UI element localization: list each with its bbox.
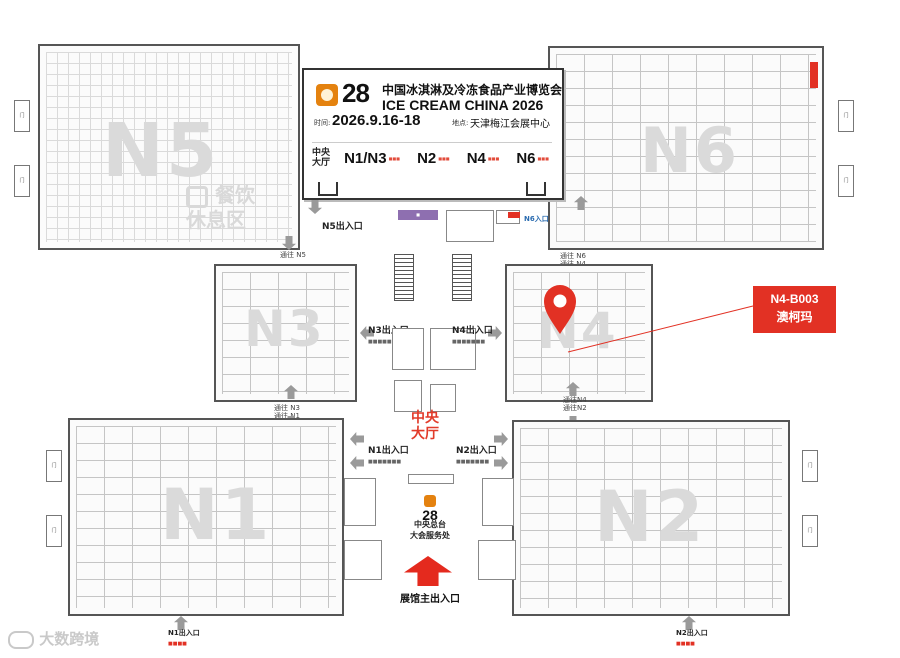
watermark-text: 大数跨境 — [39, 630, 100, 648]
to-n5-label: 通往 N5 — [280, 251, 306, 259]
dining-icon — [186, 185, 208, 208]
hall-n5: N5 — [38, 44, 300, 250]
n4-entrance-label: N4出入口■■■■■■■ — [452, 326, 493, 345]
central-booth-cluster-3 — [394, 380, 422, 412]
n1-entrance-arrow — [350, 432, 364, 446]
to-n5-arrow — [282, 236, 296, 250]
corridor-purple-booth: ■ — [398, 210, 438, 220]
to-n3-n1-label: 通往 N3 通往 N1 — [274, 404, 300, 420]
hall-n2-side-door-1: 门 — [802, 450, 818, 482]
booth-callout-number: N4-B003 — [770, 292, 819, 306]
n5-dining-rest-area: 餐饮 休息区 — [186, 183, 255, 232]
main-exit-label: 展馆主出入口 — [400, 594, 460, 605]
n2-entrance-arrow — [494, 432, 508, 446]
to-n4-n2-label: 通往N4 通往N2 — [563, 396, 587, 412]
corridor-red-booth — [508, 212, 520, 218]
service-desk-line1: 中央总台 — [414, 520, 446, 529]
hall-n3-booth-grid — [222, 272, 349, 394]
event-logo-icon — [316, 84, 338, 106]
n5-entrance-arrow — [308, 200, 322, 214]
hall-n6-booth-grid — [556, 54, 816, 242]
service-logo-icon: 28 — [416, 495, 444, 523]
n3-entrance-label: N3出入口■■■■■■■ — [368, 326, 409, 345]
to-n3-arrow — [284, 385, 298, 399]
hall-index-n6: N6 — [516, 149, 536, 167]
main-entrance-arrow-icon — [404, 556, 452, 586]
n1-lower-entrance-arrow — [174, 616, 188, 630]
corridor-booth-1 — [446, 210, 494, 242]
hall-index-n2: N2 — [417, 149, 437, 167]
booth-callout-company: 澳柯玛 — [776, 310, 813, 324]
hall-n4: N4 — [505, 264, 653, 402]
n6-entrance-arrow — [574, 196, 588, 210]
n2-vestibule — [482, 478, 514, 526]
n1-lower-entrance-label: N1出入口■■■■ — [168, 629, 200, 647]
hall-n1: N1 — [68, 418, 344, 616]
n1-vestibule-lower — [344, 540, 382, 580]
n2-lower-entrance-arrow — [682, 616, 696, 630]
info-panel-connector — [318, 182, 338, 196]
info-panel-connector-right — [526, 182, 546, 196]
n2-entrance-arrow-2 — [494, 456, 508, 470]
n1-entrance-arrow-2 — [350, 456, 364, 470]
n2-entrance-label: N2出入口■■■■■■■ — [456, 446, 497, 465]
event-title-cn: 中国冰淇淋及冷冻食品产业博览会 — [382, 83, 563, 97]
n4-entrance-arrow — [488, 326, 502, 340]
hall-n6: N6 — [548, 46, 824, 250]
event-edition: 28 — [342, 78, 370, 108]
hall-n5-side-door-2: 门 — [14, 165, 30, 197]
service-desk: 28 中央总台 大会服务处 — [395, 495, 465, 541]
central-stairs-right — [452, 254, 472, 301]
booth-callout[interactable]: N4-B003 澳柯玛 — [753, 286, 836, 333]
n2-vestibule-lower — [478, 540, 516, 580]
hall-index-central: 中央大厅 — [312, 148, 331, 168]
hall-n6-red-marker — [810, 62, 818, 88]
event-info-panel: 28 中国冰淇淋及冷冻食品产业博览会 ICE CREAM CHINA 2026 … — [302, 68, 564, 200]
hall-n1-booth-grid — [76, 426, 336, 608]
n6-entrance-label: N6入口 — [524, 215, 549, 223]
central-stairs-left — [394, 254, 414, 301]
n5-area-line2: 休息区 — [186, 207, 246, 232]
central-hall-label: 中央大厅 — [411, 410, 439, 442]
service-desk-line2: 大会服务处 — [410, 531, 450, 540]
to-n4-arrow — [566, 382, 580, 396]
n5-area-line1: 餐饮 — [214, 183, 255, 207]
hall-n1-side-door-1: 门 — [46, 450, 62, 482]
hall-n5-side-door-1: 门 — [14, 100, 30, 132]
n5-entrance-label: N5出入口 — [322, 222, 363, 232]
hall-n6-side-door-1: 门 — [838, 100, 854, 132]
event-place: 天津梅江会展中心 — [470, 119, 550, 130]
hall-n6-side-door-2: 门 — [838, 165, 854, 197]
n1-vestibule — [344, 478, 376, 526]
hall-n2: N2 — [512, 420, 790, 616]
central-booth-cluster-1 — [392, 328, 424, 370]
watermark: 大数跨境 — [8, 628, 99, 649]
central-booth-cluster-4 — [430, 384, 456, 412]
central-hall-counter — [408, 474, 454, 484]
hall-n3: N3 — [214, 264, 357, 402]
hall-index-n1n3: N1/N3 — [344, 149, 387, 167]
event-date: 2026.9.16-18 — [332, 112, 421, 129]
event-title-en: ICE CREAM CHINA 2026 — [382, 97, 544, 113]
date-label: 时间: — [314, 119, 331, 127]
n1-entrance-label: N1出入口■■■■■■■ — [368, 446, 409, 465]
hall-index-n4: N4 — [466, 149, 486, 167]
hall-n2-side-door-2: 门 — [802, 515, 818, 547]
hall-n4-booth-grid — [513, 272, 645, 394]
watermark-logo-icon — [8, 630, 34, 649]
hall-n2-booth-grid — [520, 428, 782, 608]
n2-lower-entrance-label: N2出入口■■■■ — [676, 629, 708, 647]
location-pin-icon — [544, 285, 576, 334]
hall-n5-floor-grid — [46, 52, 292, 242]
hall-n1-side-door-2: 门 — [46, 515, 62, 547]
place-label: 地点: — [452, 119, 469, 127]
central-booth-cluster-2 — [430, 328, 476, 370]
n3-entrance-arrow — [360, 326, 374, 340]
hall-index-row: 中央大厅 N1/N3■■■ N2■■■ N4■■■ N6■■■ — [312, 142, 552, 171]
